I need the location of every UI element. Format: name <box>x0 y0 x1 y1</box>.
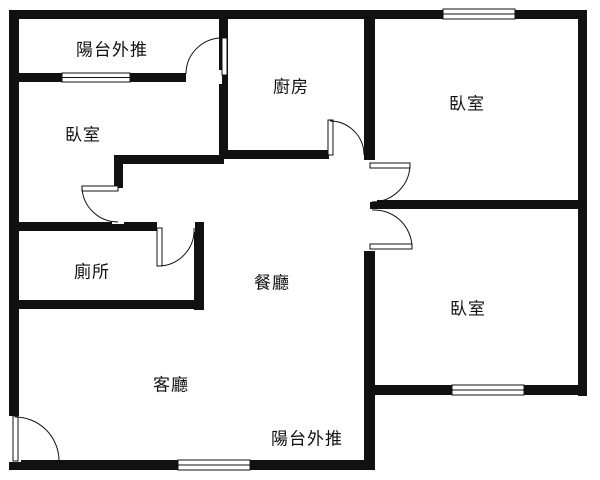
wall-bathroom-right <box>194 222 204 310</box>
window-bedroom-left <box>61 72 131 83</box>
window-bottom <box>177 459 251 471</box>
door-bedroom-right-top <box>362 160 411 203</box>
room-label-bedroom-left: 臥室 <box>65 125 101 146</box>
doors <box>7 37 413 462</box>
door-bathroom <box>156 220 195 267</box>
wall-dining-top <box>114 155 224 164</box>
room-label-balcony-bottom: 陽台外推 <box>271 429 343 450</box>
room-label-dining: 餐廳 <box>254 273 290 294</box>
wall-bathroom-top <box>9 222 159 231</box>
wall-bedroom-step <box>114 155 123 188</box>
wall-center-vertical-mid <box>364 250 375 390</box>
door-bedroom-left <box>81 185 124 224</box>
room-label-balcony-top: 陽台外推 <box>76 40 148 61</box>
wall-top-left <box>9 10 375 19</box>
window-bedroom-right-bottom <box>451 384 525 396</box>
wall-bathroom-bottom <box>9 300 204 309</box>
wall-center-vertical-lower <box>364 382 375 470</box>
room-label-bathroom: 廁所 <box>74 262 110 283</box>
room-label-bedroom-right-top: 臥室 <box>449 94 485 115</box>
wall-kitchen-bottom <box>219 150 329 159</box>
wall-right-divider <box>370 200 587 209</box>
wall-kitchen-left <box>219 10 228 155</box>
window-top-right <box>442 8 516 20</box>
windows <box>61 8 525 471</box>
door-balcony-top <box>185 37 228 84</box>
wall-left <box>9 10 19 470</box>
room-label-kitchen: 廚房 <box>273 77 309 98</box>
wall-center-vertical-upper <box>364 10 375 162</box>
door-kitchen <box>327 119 365 160</box>
door-bedroom-right-bottom <box>362 209 413 251</box>
room-label-bedroom-right-bottom: 臥室 <box>450 299 486 320</box>
room-label-living: 客廳 <box>153 375 189 396</box>
door-entrance <box>7 415 60 462</box>
